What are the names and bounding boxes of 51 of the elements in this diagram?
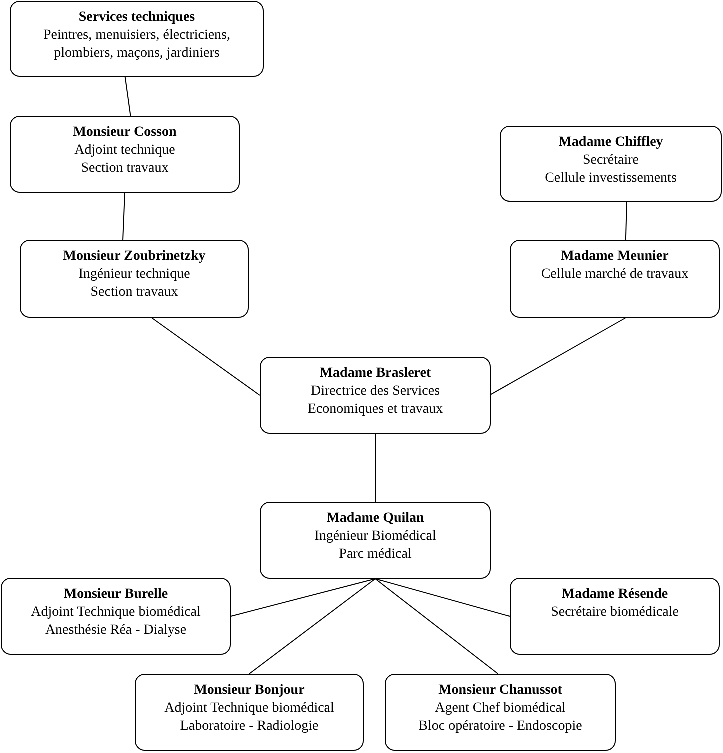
- role-text: Directrice des Services: [310, 383, 440, 401]
- person-name: Monsieur Burelle: [64, 586, 168, 604]
- role-text: Secrétaire: [583, 152, 639, 170]
- person-name: Monsieur Cosson: [73, 124, 177, 142]
- org-box: [260, 502, 491, 579]
- org-box: [10, 116, 240, 193]
- role-text: Ingénieur Biomédical: [314, 528, 436, 546]
- role-text: Ingénieur technique: [78, 266, 190, 284]
- person-name: Monsieur Zoubrinetzky: [63, 248, 206, 266]
- org-box: [260, 357, 491, 434]
- person-name: Madame Quilan: [326, 510, 424, 528]
- org-box: [135, 674, 364, 751]
- person-name: Services techniques: [78, 9, 196, 27]
- role-text: Section travaux: [81, 160, 169, 178]
- connector-line: [249, 578, 376, 674]
- connector-line: [375, 578, 499, 674]
- connector-line: [151, 318, 260, 396]
- person-name: Madame Chiffley: [558, 134, 664, 152]
- person-name: Monsieur Bonjour: [194, 682, 305, 700]
- role-text: Economiques et travaux: [308, 401, 444, 419]
- role-text: Secrétaire biomédicale: [551, 604, 679, 622]
- org-box: [500, 126, 722, 202]
- role-text: Cellule investissements: [545, 170, 677, 188]
- org-box: [510, 240, 720, 318]
- org-box: [1, 578, 231, 655]
- connector-line: [375, 434, 376, 502]
- connector-line: [124, 76, 132, 116]
- connector-line: [490, 318, 626, 396]
- role-text: Adjoint Technique biomédical: [164, 700, 334, 718]
- role-text: Adjoint technique: [74, 142, 176, 160]
- connector-line: [375, 578, 510, 617]
- connector-line: [122, 192, 126, 240]
- person-name: Madame Résende: [562, 586, 668, 604]
- org-box: [20, 240, 249, 318]
- role-text: Cellule marché de travaux: [541, 266, 689, 284]
- role-text: Parc médical: [339, 546, 412, 564]
- person-name: Madame Brasleret: [320, 365, 432, 383]
- connector-line: [625, 202, 628, 240]
- person-name: Madame Meunier: [561, 248, 669, 266]
- org-box: [385, 674, 616, 751]
- role-text: Anesthésie Réa - Dialyse: [45, 622, 187, 640]
- org-box: [510, 578, 720, 655]
- person-name: Monsieur Chanussot: [438, 682, 562, 700]
- role-text: Laboratoire - Radiologie: [180, 718, 319, 736]
- org-box: [10, 1, 264, 77]
- role-text: Adjoint Technique biomédical: [31, 604, 201, 622]
- role-text: Section travaux: [90, 284, 178, 302]
- connector-line: [230, 578, 376, 617]
- role-text: Bloc opératoire - Endoscopie: [418, 718, 582, 736]
- role-text: Agent Chef biomédical: [435, 700, 566, 718]
- role-text: Peintres, menuisiers, électriciens, plombiers, maçons, jardiniers: [42, 27, 232, 63]
